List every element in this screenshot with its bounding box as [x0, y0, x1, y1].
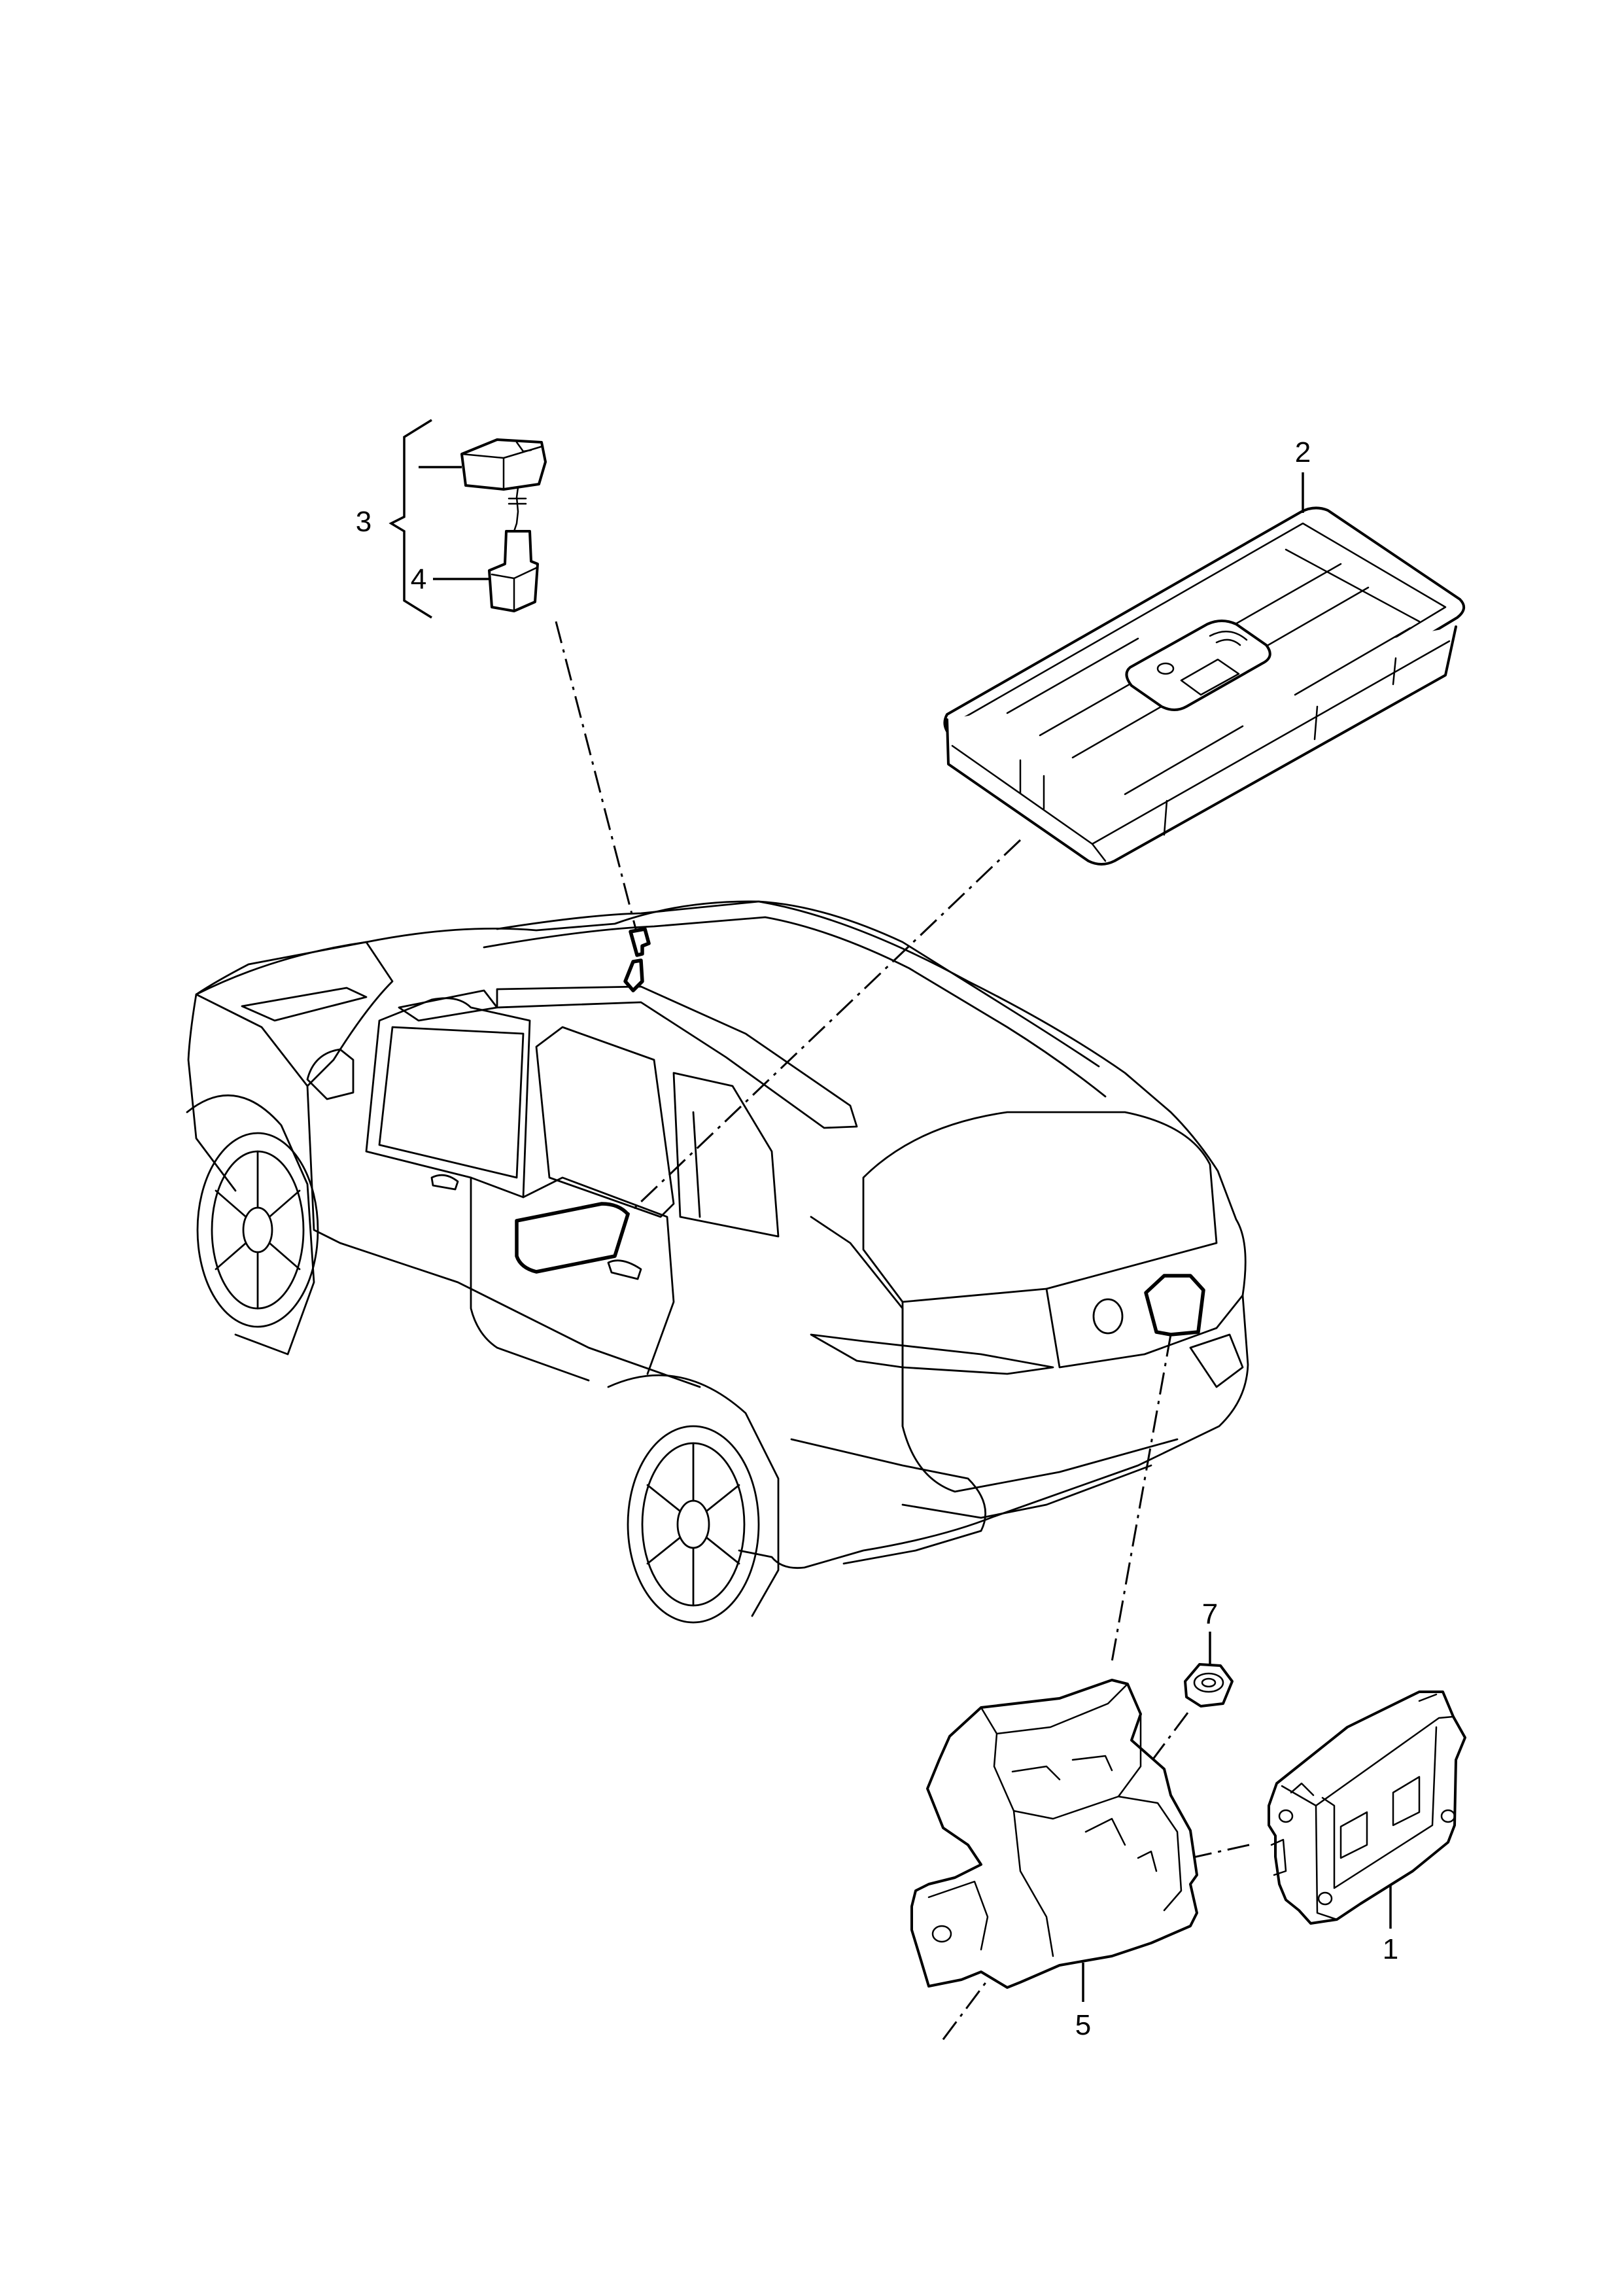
ref-line-connector: [555, 621, 637, 930]
connector-cable: [513, 486, 519, 533]
connector-assembly: [389, 419, 547, 619]
callout-3: 3: [356, 506, 371, 538]
hex-nut: [1184, 1663, 1234, 1708]
ref-line-module: [1111, 1334, 1172, 1662]
ref-line-tray: [625, 839, 1022, 1217]
wireless-charging-tray: [943, 506, 1465, 866]
control-unit: [1268, 1691, 1466, 1925]
callout-1: 1: [1383, 1933, 1398, 1965]
callout-4: 4: [411, 563, 426, 595]
callout-5: 5: [1075, 2009, 1091, 2041]
highlight-plug-location: [623, 958, 644, 992]
front-wheel: [186, 1094, 319, 1356]
highlight-module-location: [1144, 1274, 1205, 1337]
connector-housing-upper: [460, 438, 547, 491]
vehicle-outline: [186, 900, 1249, 1624]
callout-7: 7: [1202, 1598, 1218, 1630]
highlight-connector-location: [629, 927, 651, 957]
mounting-bracket: [910, 1679, 1198, 1989]
highlight-tray-location: [515, 1202, 630, 1274]
connector-plug-lower: [488, 530, 539, 612]
callout-bracket-3: [389, 419, 432, 619]
callout-2: 2: [1295, 436, 1311, 468]
rear-wheel: [607, 1374, 780, 1624]
